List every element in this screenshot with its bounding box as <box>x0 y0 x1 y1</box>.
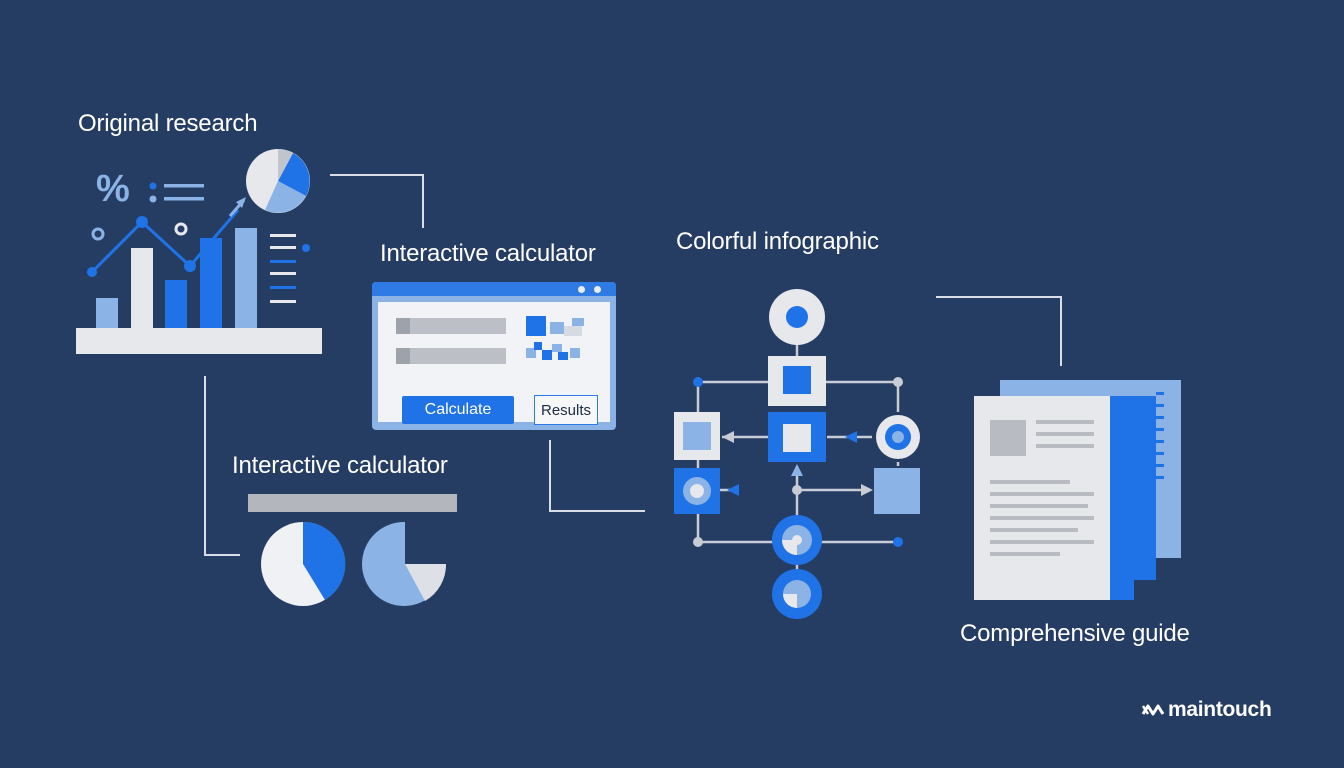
center-square-node <box>768 412 826 462</box>
document-image-icon <box>990 420 1026 456</box>
brand-logo: maintouch <box>1141 698 1272 722</box>
bar <box>165 280 187 328</box>
connector-infographic-to-guide <box>936 296 1062 366</box>
arrow-right-icon <box>861 484 873 496</box>
percent-symbol: % <box>96 168 130 210</box>
trend-point <box>184 260 196 272</box>
legend-icon <box>149 182 204 203</box>
right-ring-node <box>876 415 920 459</box>
bar <box>200 238 222 328</box>
calculator-title-bar <box>372 282 616 296</box>
input-field-handle <box>396 348 410 364</box>
maintouch-logo-icon <box>1141 704 1165 716</box>
bottom-circle-node <box>772 569 822 619</box>
connector-calculator-to-infographic <box>549 440 645 512</box>
interactive-calculator-bottom-label: Interactive calculator <box>232 452 448 479</box>
list-icon <box>270 234 310 303</box>
calculator-bar <box>248 494 457 512</box>
input-field-handle <box>396 318 410 334</box>
left-square-node <box>674 412 720 460</box>
lower-circle-node <box>772 515 822 565</box>
document-middle-edge <box>1110 396 1134 600</box>
calculator-body: Calculate Results <box>378 302 610 425</box>
pie-chart-right <box>362 521 447 606</box>
chart-base <box>76 328 322 354</box>
bar <box>235 228 257 328</box>
pie-chart-icon <box>246 149 310 213</box>
document-back-lines <box>1156 392 1164 479</box>
results-grid-icon <box>526 316 584 360</box>
original-research-label: Original research <box>78 110 258 137</box>
interactive-calculator-top-label: Interactive calculator <box>380 240 596 267</box>
trend-point <box>87 267 97 277</box>
arrow-left-icon <box>722 431 734 443</box>
window-dot-icon <box>578 286 585 293</box>
connector-research-to-piecharts <box>204 376 240 556</box>
right-square-node <box>874 468 920 514</box>
pie-chart-left <box>261 521 346 606</box>
arrow-up-icon <box>791 464 803 476</box>
arrow-icon <box>236 197 246 208</box>
input-field[interactable] <box>396 348 506 364</box>
research-illustration <box>76 149 322 354</box>
small-ring-icon <box>174 222 188 236</box>
brand-name: maintouch <box>1168 698 1272 721</box>
calculator-window: Calculate Results <box>372 282 616 430</box>
results-button[interactable]: Results <box>534 395 598 425</box>
top-square-node <box>768 356 826 406</box>
arrow-left-icon <box>845 431 857 443</box>
pie-charts-illustration <box>261 521 447 606</box>
small-ring-icon <box>91 227 105 241</box>
infographic-flowchart <box>674 289 920 619</box>
input-field[interactable] <box>396 318 506 334</box>
window-dot-icon <box>594 286 601 293</box>
top-circle-node <box>769 289 825 345</box>
guide-documents-illustration <box>974 380 1181 600</box>
connector-research-to-calculator <box>330 174 424 228</box>
arrow-left-icon <box>727 484 739 496</box>
trend-line <box>90 209 240 274</box>
comprehensive-guide-label: Comprehensive guide <box>960 620 1190 647</box>
bar <box>131 248 153 328</box>
colorful-infographic-label: Colorful infographic <box>676 228 879 255</box>
left-lower-node <box>674 468 720 514</box>
document-text-lines <box>990 420 1094 556</box>
calculate-button[interactable]: Calculate <box>402 396 514 424</box>
bar <box>96 298 118 328</box>
trend-point <box>136 216 148 228</box>
